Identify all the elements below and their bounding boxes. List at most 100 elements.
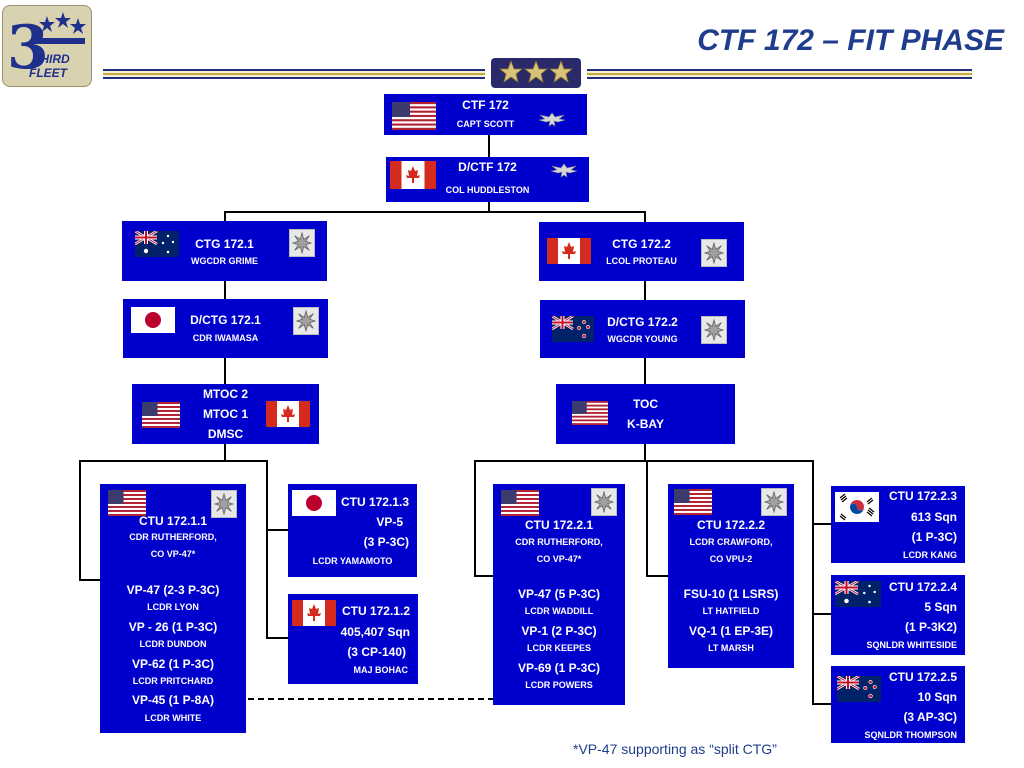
unit-commander: LCDR KEEPES <box>526 643 591 653</box>
unit-name: VP-47 (2-3 P-3C) <box>126 583 220 597</box>
connector-line <box>224 443 226 461</box>
usa-flag-icon <box>108 490 146 516</box>
logo-text-fleet: FLEET <box>29 66 67 80</box>
node-aircraft: (3 AP-3C) <box>903 710 957 724</box>
unit-name: VP-69 (1 P-3C) <box>517 661 601 675</box>
node-commander: SQNLDR WHITESIDE <box>866 640 957 650</box>
unit-name: VP-62 (1 P-3C) <box>131 657 215 671</box>
connector-line <box>224 211 226 223</box>
connector-line <box>224 357 226 385</box>
footnote: *VP-47 supporting as “split CTG” <box>573 741 777 757</box>
node-ctu1711: CTU 172.1.1 CDR RUTHERFORD, CO VP-47* VP… <box>100 484 246 733</box>
node-co: CO VP-47* <box>536 554 582 564</box>
header-stars <box>491 58 581 88</box>
node-ctf172: CTF 172 CAPT SCOTT <box>384 94 587 135</box>
node-commander: CDR RUTHERFORD, <box>129 532 217 542</box>
node-ctu1722: CTU 172.2.2 LCDR CRAWFORD, CO VPU-2 FSU-… <box>668 484 794 668</box>
node-commander: CDR IWAMASA <box>192 333 259 343</box>
connector-line <box>79 460 81 580</box>
node-unit: 10 Sqn <box>917 690 957 704</box>
svg-text:3: 3 <box>7 13 49 83</box>
connector-line <box>474 460 814 462</box>
connector-line <box>79 460 268 462</box>
node-title: CTF 172 <box>462 98 509 112</box>
mtoc-line1: MTOC 2 <box>202 387 249 401</box>
node-commander: SQNLDR THOMPSON <box>864 730 957 740</box>
eagle-insignia-icon <box>537 110 567 128</box>
connector-line <box>266 460 268 638</box>
node-commander: LCOL PROTEAU <box>606 256 677 266</box>
slide-title: CTF 172 – FIT PHASE <box>697 24 1004 57</box>
connector-line <box>644 211 646 223</box>
japan-flag-icon <box>292 490 336 516</box>
unit-commander: LCDR WHITE <box>144 713 202 723</box>
usa-flag-icon <box>674 489 712 515</box>
node-title: CTU 172.2.1 <box>524 518 594 532</box>
unit-commander: LT MARSH <box>708 643 754 653</box>
node-aircraft: (3 P-3C) <box>363 535 409 549</box>
node-unit: 405,407 Sqn <box>340 625 410 639</box>
node-ctg1722: CTG 172.2 LCOL PROTEAU <box>539 222 744 281</box>
node-ctg1721: CTG 172.1 WGCDR GRIME <box>122 221 327 281</box>
oak-leaf-icon <box>289 229 315 257</box>
oak-leaf-icon <box>701 239 727 267</box>
connector-line <box>488 202 490 212</box>
node-title: CTU 172.2.3 <box>888 489 957 503</box>
oak-leaf-icon <box>293 307 319 335</box>
node-aircraft: (1 P-3C) <box>911 530 957 544</box>
unit-commander: LCDR PRITCHARD <box>132 676 214 686</box>
node-commander: MAJ BOHAC <box>353 665 408 675</box>
node-ctu1713: CTU 172.1.3 VP-5 (3 P-3C) LCDR YAMAMOTO <box>288 484 417 577</box>
unit-commander: LT HATFIELD <box>702 606 760 616</box>
toc-line2: K-BAY <box>627 417 664 431</box>
canada-flag-icon <box>547 238 591 264</box>
canada-flag-icon <box>390 161 436 189</box>
oak-leaf-icon <box>761 488 787 516</box>
node-title: CTG 172.1 <box>195 237 254 251</box>
node-ctu1721: CTU 172.2.1 CDR RUTHERFORD, CO VP-47* VP… <box>493 484 625 705</box>
node-title: D/CTF 172 <box>458 160 517 174</box>
connector-line <box>644 280 646 301</box>
star-icon <box>523 59 549 83</box>
node-dctg1722: D/CTG 172.2 WGCDR YOUNG <box>540 300 745 358</box>
unit-commander: LCDR LYON <box>147 602 199 612</box>
node-title: CTU 172.2.4 <box>888 580 957 594</box>
connector-line <box>488 134 490 157</box>
connector-line <box>644 443 646 461</box>
logo-text-third: THIRD <box>33 52 70 66</box>
node-unit: 5 Sqn <box>924 600 957 614</box>
unit-name: VQ-1 (1 EP-3E) <box>688 624 774 638</box>
split-ctg-dashed-line <box>248 698 494 700</box>
node-title: CTU 172.1.2 <box>341 604 410 618</box>
node-title: D/CTG 172.1 <box>190 313 261 327</box>
third-fleet-logo: 3 THIRD FLEET <box>2 5 92 87</box>
usa-flag-icon <box>501 490 539 516</box>
usa-flag-icon <box>572 401 608 425</box>
node-unit: 613 Sqn <box>910 510 957 524</box>
usa-flag-icon <box>392 102 436 130</box>
node-co: CO VP-47* <box>150 549 196 559</box>
oak-leaf-icon <box>591 488 617 516</box>
connector-line <box>474 575 494 577</box>
node-title: CTU 172.2.5 <box>888 670 957 684</box>
unit-name: FSU-10 (1 LSRS) <box>683 587 779 601</box>
node-commander: WGCDR YOUNG <box>607 334 678 344</box>
unit-commander: LCDR WADDILL <box>524 606 594 616</box>
japan-flag-icon <box>131 307 175 333</box>
new-zealand-flag-icon <box>837 676 881 702</box>
australia-flag-icon <box>835 581 881 607</box>
unit-commander: LCDR DUNDON <box>139 639 207 649</box>
unit-name: VP-1 (2 P-3C) <box>521 624 597 638</box>
node-aircraft: (3 CP-140) <box>347 645 406 659</box>
node-toc: TOC K-BAY <box>556 384 735 444</box>
mtoc-line3: DMSC <box>207 427 244 441</box>
usa-flag-icon <box>142 402 180 428</box>
oak-leaf-icon <box>701 316 727 344</box>
toc-line1: TOC <box>632 397 659 411</box>
unit-commander: LCDR POWERS <box>525 680 593 690</box>
node-commander: LCDR CRAWFORD, <box>689 537 773 547</box>
node-title: CTU 172.2.2 <box>696 518 766 532</box>
connector-line <box>79 579 101 581</box>
connector-line <box>812 460 814 704</box>
node-aircraft: (1 P-3K2) <box>904 620 957 634</box>
